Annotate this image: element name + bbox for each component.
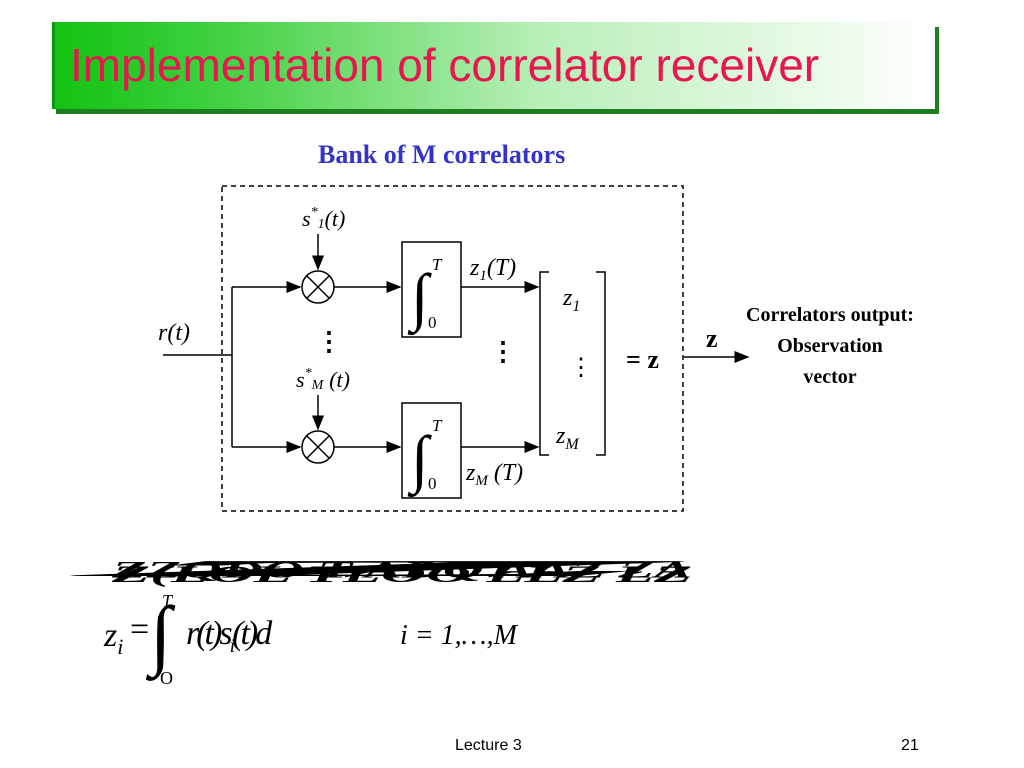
note-line: Correlators output: [746, 304, 914, 326]
equation-equals: = [130, 611, 149, 648]
vector-equals-z: = z [626, 345, 659, 374]
output-m-label: zM(T) [465, 460, 523, 489]
svg-text:∫: ∫ [407, 261, 432, 336]
integrator-1-upper-limit: T [432, 255, 443, 274]
equation-upper-limit: T [162, 591, 174, 611]
page-number: 21 [901, 737, 919, 754]
svg-text:z: z [45, 547, 714, 583]
integrator-m-upper-limit: T [432, 416, 443, 435]
branch-ellipsis: ⋮ [316, 327, 342, 356]
note-line: vector [803, 366, 857, 388]
integral-icon: ∫ [407, 261, 432, 336]
output-ellipsis: ⋮ [490, 337, 516, 366]
svg-text:Z(ŁOL TŁOO ŁŁZ ŁZ: Z(ŁOL TŁOO ŁŁZ ŁZ [110, 562, 692, 587]
output-vector-label: z [706, 324, 718, 353]
vector-left-bracket [539, 271, 549, 456]
note-line: Observation [777, 335, 883, 357]
reference-signal-1-label: s*1(t) [302, 205, 345, 232]
svg-text:ZZQDO T ADQ AAZ ZA: ZZQDO T ADQ AAZ ZA [110, 558, 692, 583]
svg-text:∫: ∫ [407, 423, 432, 498]
integrator-m-box [401, 402, 462, 499]
equation-integrand: r(t)si(t)d [186, 615, 273, 657]
output-1-label: z1(T) [469, 255, 516, 284]
integrator-1-box [401, 241, 462, 338]
vector-bottom-entry: zM [555, 423, 580, 453]
correlator-output-note: Correlators output: Observation vector [718, 300, 942, 393]
equation-index-range: i = 1,…,M [400, 620, 519, 651]
footer-lecture: Lecture 3 [455, 737, 522, 754]
input-signal-label: r(t) [158, 320, 190, 346]
garbled-equation: z ZZQDO T ADQ AAZ ZA Z(ŁOL TŁOO ŁŁZ ŁZ [45, 547, 714, 587]
diagram-subtitle: Bank of M correlators [318, 140, 566, 169]
equation-lhs: zi [103, 617, 123, 659]
vector-top-entry: z1 [562, 285, 580, 315]
vector-right-bracket [596, 271, 606, 456]
multiplier-icon [301, 430, 335, 464]
equation-lower-limit: O [160, 668, 173, 688]
title-bar [52, 22, 935, 109]
integrator-m-lower-limit: 0 [428, 474, 437, 493]
correlator-equation: zi = ∫ T O r(t)si(t)d i = 1,…,M [103, 590, 519, 688]
vector-ellipsis: ⋮ [569, 355, 593, 381]
integral-icon: ∫ [145, 590, 176, 681]
multiplier-icon [301, 270, 335, 304]
slide-title: Implementation of correlator receiver [70, 39, 820, 91]
correlator-bank-box [221, 185, 684, 512]
integral-icon: ∫ [407, 423, 432, 498]
integrator-1-lower-limit: 0 [428, 313, 437, 332]
reference-signal-m-label: s*M(t) [296, 366, 350, 393]
